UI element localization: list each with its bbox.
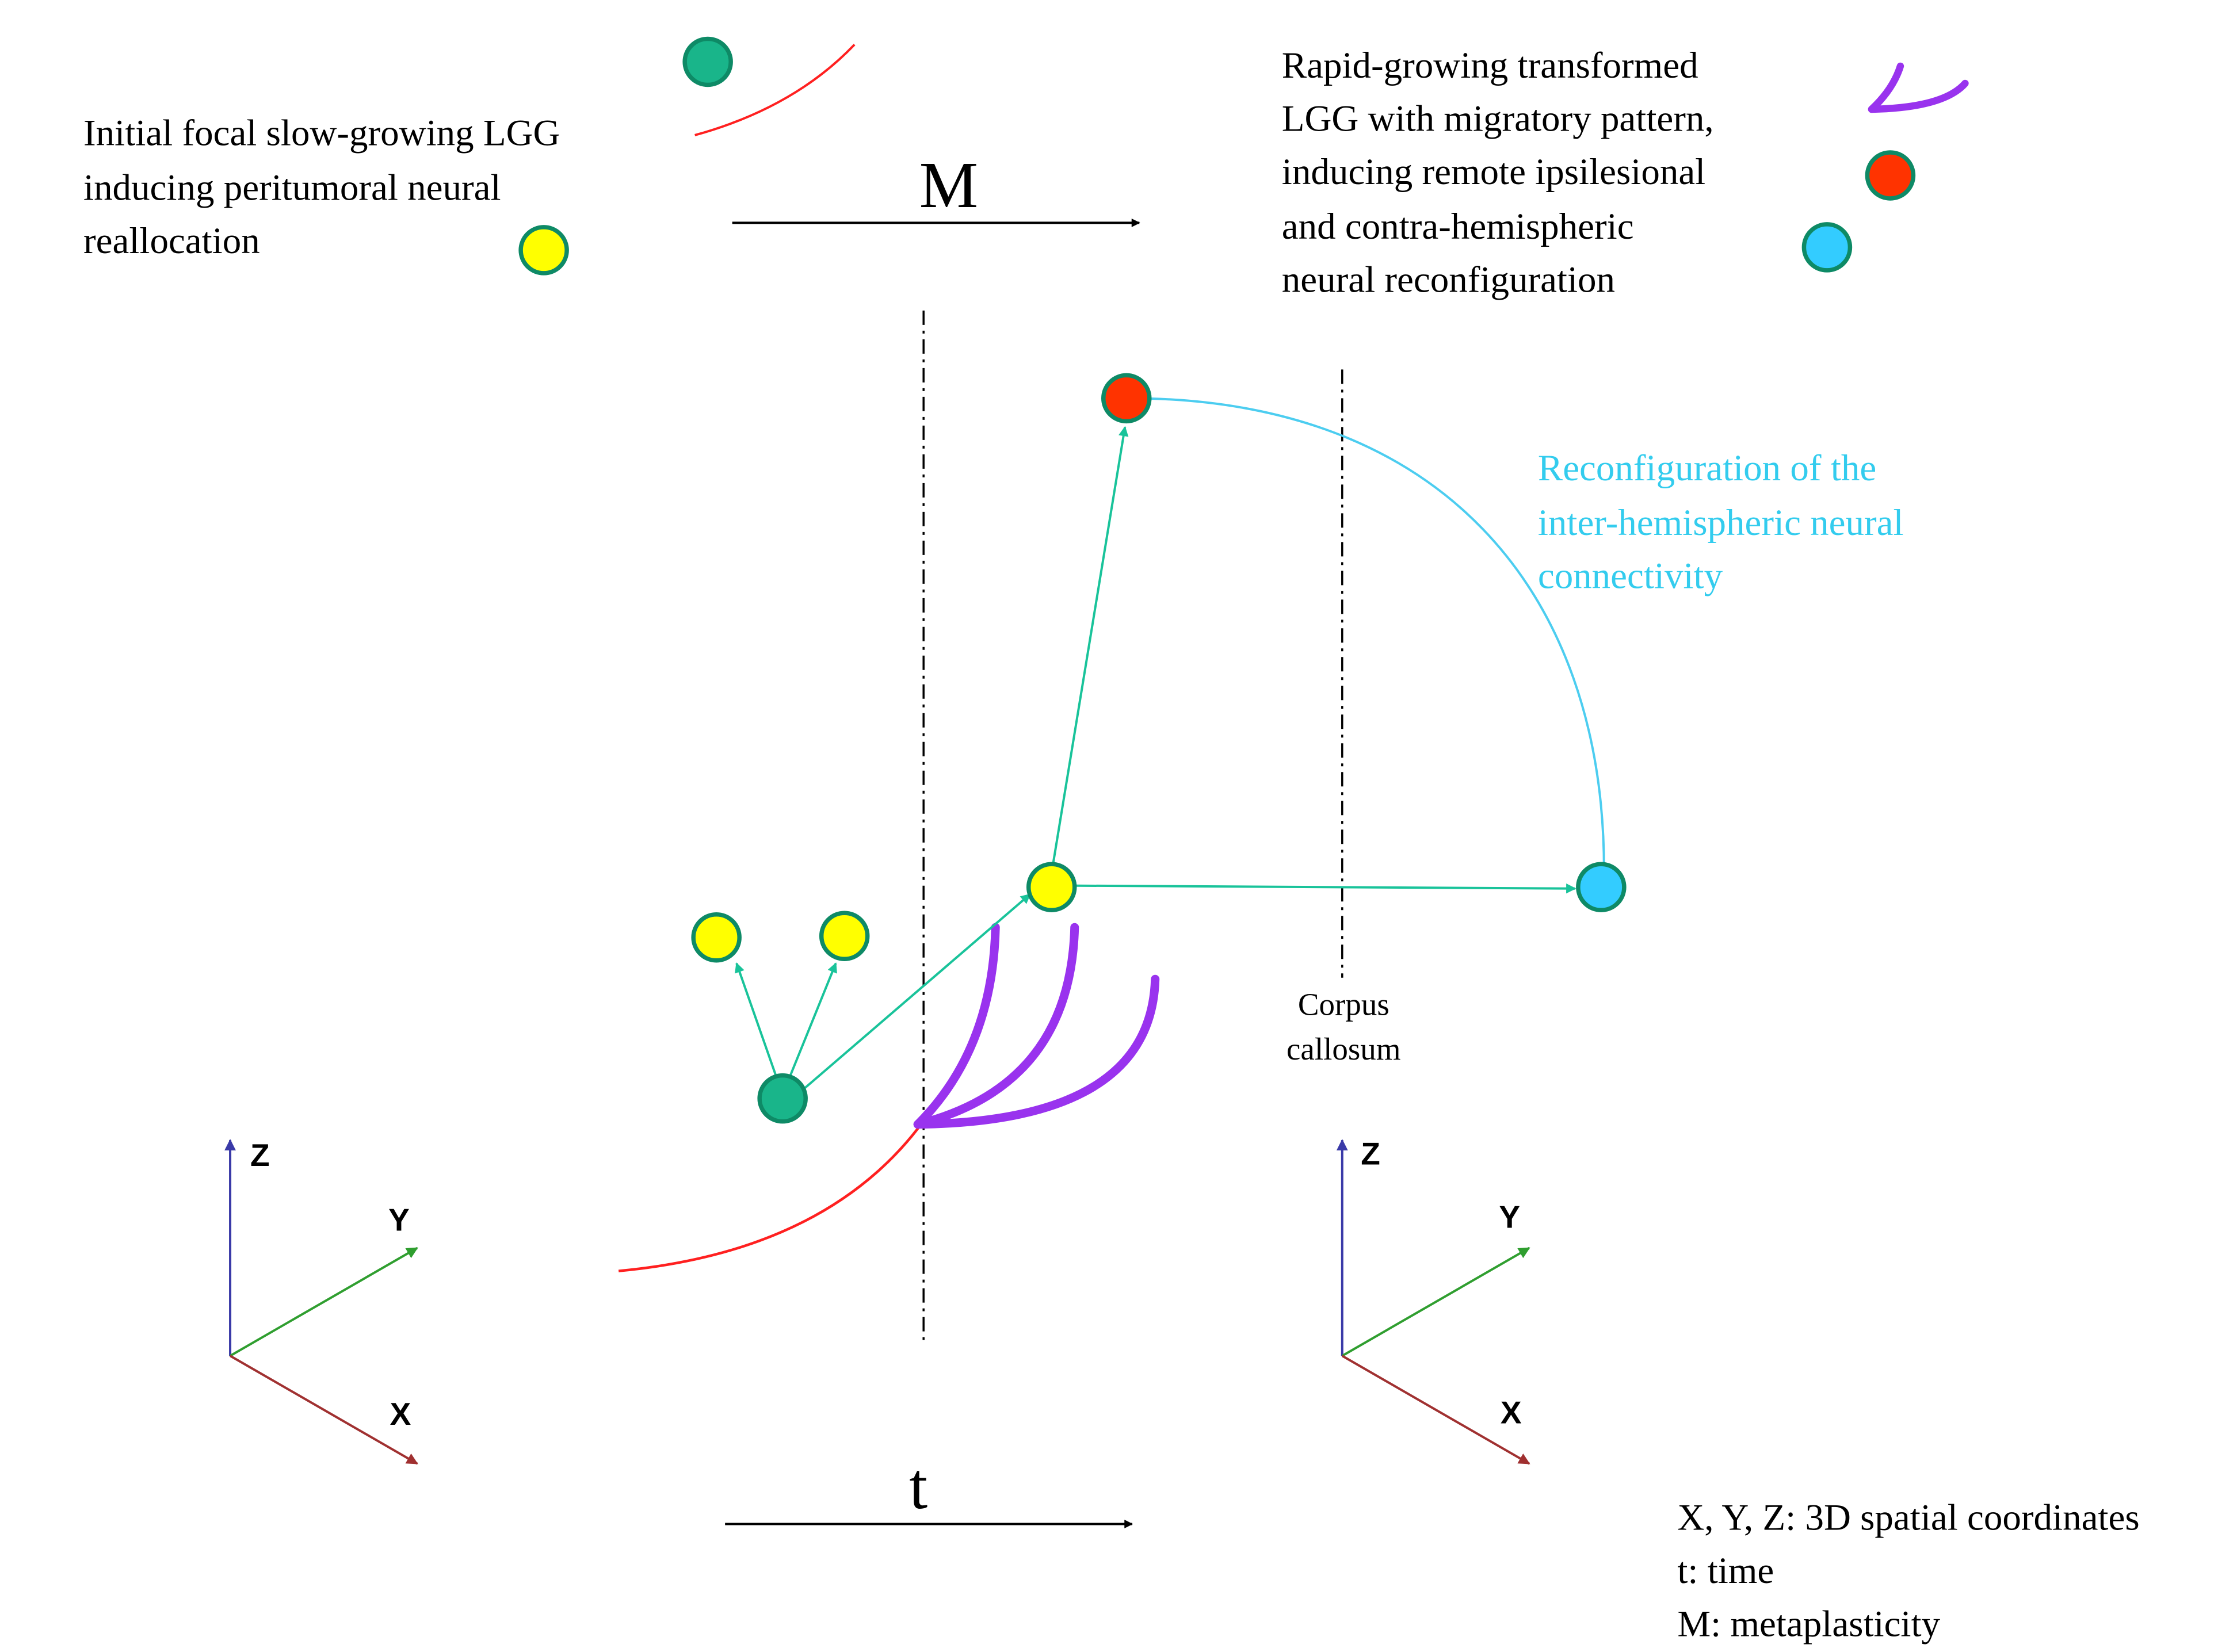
axis-left-y: Y	[388, 1202, 410, 1238]
legend-right-line-3: inducing remote ipsilesional	[1282, 151, 1705, 193]
node-yellow-right	[819, 911, 870, 961]
legend-right-line-4: and contra-hemispheric	[1282, 206, 1634, 247]
legend-left-line-1: Initial focal slow-growing LGG	[83, 112, 560, 154]
purple-migratory-curves	[913, 923, 1160, 1129]
legend-left: Initial focal slow-growing LGG inducing …	[83, 36, 856, 276]
axis-left-x: X	[390, 1396, 411, 1432]
node-yellow-center	[1026, 862, 1077, 912]
metaplasticity-arrow: M	[732, 148, 1140, 227]
legend-left-line-2: inducing peritumoral neural	[83, 167, 501, 208]
edge-teal-to-yellow-left	[735, 962, 778, 1079]
axes-right: Z Y X	[1336, 1136, 1530, 1465]
purple-curve-3	[913, 974, 1160, 1129]
node-cyan-contralateral	[1576, 862, 1627, 912]
axis-right-y: Y	[1499, 1199, 1520, 1235]
legend-right: Rapid-growing transformed LGG with migra…	[1282, 45, 1969, 300]
purple-curve-1	[913, 923, 1000, 1129]
axes-left: Z Y X	[224, 1137, 418, 1465]
legend-yellow-node	[518, 225, 569, 276]
legend-teal-node	[682, 36, 733, 87]
legend-right-line-2: LGG with migratory pattern,	[1282, 98, 1714, 139]
legend-red-curve	[694, 44, 856, 136]
edge-yellow-to-red	[1052, 426, 1129, 865]
edge-yellow-to-cyan	[1076, 883, 1576, 894]
key-line-2: t: time	[1677, 1550, 1774, 1592]
nodes	[691, 373, 1627, 1124]
connections	[735, 426, 1576, 1091]
edge-teal-to-yellow-center	[801, 893, 1031, 1091]
legend-cyan-node	[1801, 222, 1853, 273]
red-growth-curve	[618, 1112, 931, 1272]
corpus-callosum-label: Corpus callosum	[1287, 987, 1401, 1066]
edge-teal-to-yellow-right	[788, 962, 837, 1077]
reconfiguration-line-1: Reconfiguration of the	[1538, 448, 1876, 489]
legend-left-line-3: reallocation	[83, 220, 260, 262]
t-label: t	[909, 1450, 927, 1523]
key-line-1: X, Y, Z: 3D spatial coordinates	[1677, 1497, 2139, 1539]
inter-hemispheric-arc	[1129, 397, 1605, 870]
node-red-remote	[1101, 373, 1152, 424]
node-yellow-left	[691, 912, 742, 963]
axis-right-z: Z	[1361, 1136, 1380, 1172]
node-teal-origin	[757, 1073, 808, 1124]
key-legend: X, Y, Z: 3D spatial coordinates t: time …	[1677, 1497, 2139, 1645]
legend-right-line-1: Rapid-growing transformed	[1282, 45, 1698, 86]
purple-curve-2	[913, 923, 1079, 1129]
axis-right-x: X	[1501, 1395, 1522, 1431]
legend-purple-curve	[1868, 62, 1969, 113]
legend-right-line-5: neural reconfiguration	[1282, 259, 1615, 300]
axis-left-z: Z	[250, 1137, 270, 1173]
legend-red-node	[1865, 150, 1916, 201]
time-arrow: t	[725, 1450, 1133, 1529]
m-label: M	[919, 148, 978, 221]
key-line-3: M: metaplasticity	[1677, 1604, 1940, 1645]
reconfiguration-line-3: connectivity	[1538, 555, 1723, 596]
corpus-callosum-line-1: Corpus	[1298, 987, 1389, 1022]
reconfiguration-label: Reconfiguration of the inter-hemispheric…	[1538, 448, 1904, 596]
corpus-callosum-line-2: callosum	[1287, 1031, 1401, 1066]
reconfiguration-line-2: inter-hemispheric neural	[1538, 502, 1904, 544]
